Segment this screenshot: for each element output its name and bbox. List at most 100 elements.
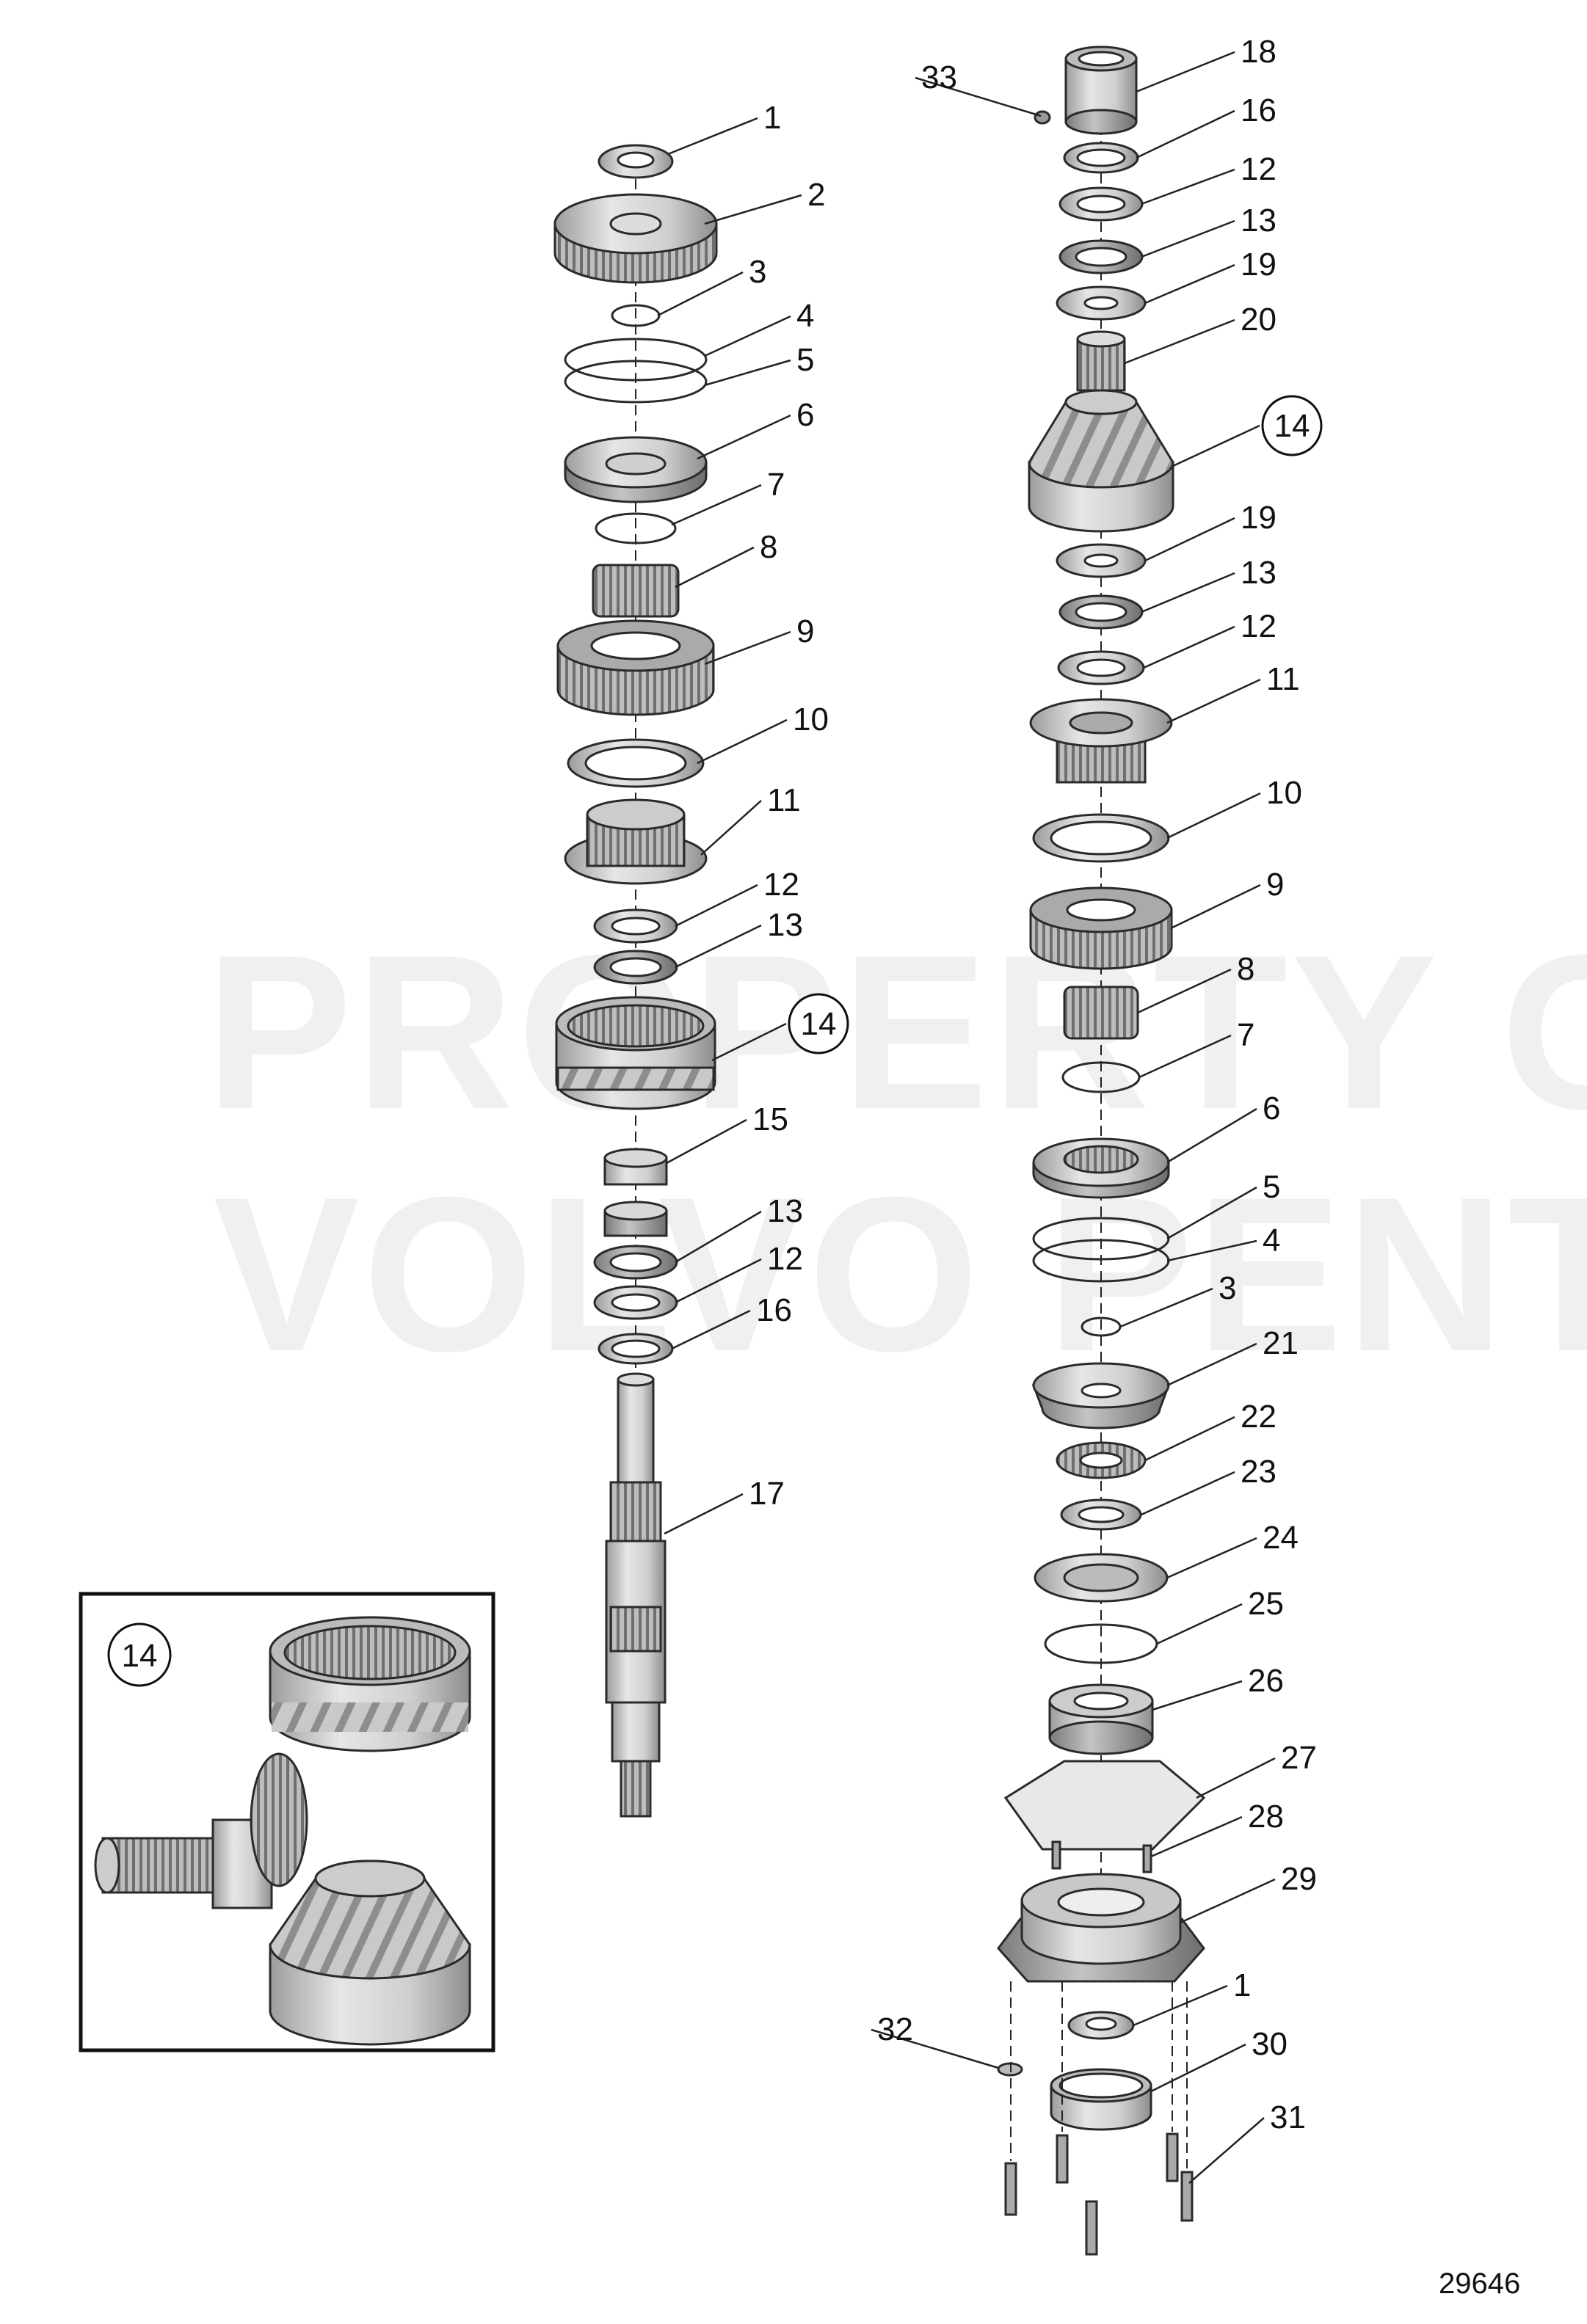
callout-l2: 2 <box>704 177 825 225</box>
part-r24-plate <box>1034 1553 1169 1603</box>
part-r28-pin <box>1051 1840 1061 1870</box>
inset-callout-label: 14 <box>122 1638 158 1674</box>
part-r10-washer <box>1032 813 1170 863</box>
leader-line-l15 <box>666 1118 747 1165</box>
callout-label-r7: 7 <box>1237 1017 1254 1053</box>
part-l15b-bearing <box>603 1201 668 1237</box>
leader-line-l5 <box>704 359 791 387</box>
callout-label-r24: 24 <box>1263 1520 1299 1556</box>
part-l15-bearing <box>603 1148 668 1186</box>
callout-l13b: 13 <box>675 1193 803 1264</box>
callout-label-l9: 9 <box>796 613 814 649</box>
part-r33-screw <box>1034 110 1051 125</box>
callout-label-l16: 16 <box>756 1292 792 1328</box>
inset-box: 14 <box>79 1592 495 2052</box>
leader-line-l1 <box>667 117 758 156</box>
callout-label-l12b: 12 <box>767 1241 803 1277</box>
leader-line-r33 <box>915 76 1042 117</box>
watermark-line-2: VOLVO PENTA <box>213 1151 1587 1397</box>
callout-label-r12b: 12 <box>1241 608 1276 644</box>
callout-r1: 1 <box>1133 1967 1251 2027</box>
part-r30-sleeve <box>1050 2068 1152 2131</box>
part-l11-clutch-hub <box>564 798 708 885</box>
drawing-number: 29646 <box>1439 2267 1520 2300</box>
part-l16-washer <box>598 1333 674 1365</box>
leader-line-r19b <box>1144 517 1235 562</box>
part-r12a-washer <box>1058 186 1144 222</box>
callout-r21: 21 <box>1166 1325 1299 1387</box>
callout-label-r13b: 13 <box>1241 555 1276 591</box>
callout-l9: 9 <box>704 613 814 666</box>
leader-line-r9 <box>1170 884 1261 930</box>
callout-label-r28: 28 <box>1248 1799 1284 1835</box>
callout-label-l10: 10 <box>793 702 829 737</box>
callout-r13a: 13 <box>1141 203 1276 258</box>
callout-r8: 8 <box>1137 951 1254 1014</box>
watermark: PROPERTY OF VOLVO PENTA <box>206 908 1587 1397</box>
callout-r22: 22 <box>1144 1399 1276 1462</box>
callout-l16: 16 <box>671 1292 792 1350</box>
part-r20-splined-sleeve <box>1076 330 1126 392</box>
callout-label-r23: 23 <box>1241 1454 1276 1490</box>
callout-label-r5: 5 <box>1263 1169 1280 1205</box>
callout-label-r32: 32 <box>877 2011 913 2047</box>
callout-r14: 14 <box>1172 395 1323 467</box>
leader-line-r7 <box>1138 1034 1232 1079</box>
leader-line-r24 <box>1166 1537 1257 1579</box>
leader-line-r21 <box>1166 1342 1257 1387</box>
part-l13a-bearing <box>593 950 678 985</box>
part-r19a-washer <box>1056 285 1147 321</box>
part-r6-piston <box>1032 1137 1170 1199</box>
callout-label-l8: 8 <box>760 529 777 565</box>
callouts: 1234567891011121314151312161733181612131… <box>657 34 1323 2184</box>
leader-line-l8 <box>675 546 755 589</box>
part-r31-bolts <box>1004 2132 1194 2256</box>
callout-label-r25: 25 <box>1248 1586 1284 1622</box>
part-r22-wave-washer <box>1056 1441 1147 1479</box>
callout-label-r3: 3 <box>1219 1270 1236 1306</box>
callout-r18: 18 <box>1136 34 1276 93</box>
leader-line-l17 <box>664 1493 744 1535</box>
callout-l12b: 12 <box>675 1241 803 1304</box>
callout-r27: 27 <box>1196 1740 1317 1799</box>
callout-label-l14: 14 <box>801 1006 837 1042</box>
part-l9-disc-pack <box>556 619 715 716</box>
part-r26-bearing <box>1048 1683 1154 1755</box>
callout-l10: 10 <box>697 702 829 765</box>
callout-r16: 16 <box>1136 92 1276 159</box>
leader-line-r22 <box>1144 1416 1235 1462</box>
callout-r23: 23 <box>1141 1454 1276 1516</box>
leader-line-l13a <box>675 924 762 969</box>
callout-label-r33: 33 <box>921 59 957 95</box>
callout-label-l2: 2 <box>807 177 825 213</box>
part-r28b-pin <box>1142 1844 1152 1873</box>
callout-label-r6: 6 <box>1263 1090 1280 1126</box>
callout-label-r1: 1 <box>1233 1967 1251 2003</box>
callout-label-r8: 8 <box>1237 951 1254 987</box>
leader-line-l14 <box>711 1022 787 1062</box>
callout-r33: 33 <box>915 59 1042 117</box>
callout-label-l3: 3 <box>749 254 766 290</box>
leader-line-l3 <box>657 271 744 317</box>
callout-label-r11: 11 <box>1266 661 1300 697</box>
leader-line-l2 <box>704 194 802 225</box>
leader-line-r29 <box>1180 1878 1276 1924</box>
callout-label-l6: 6 <box>796 397 814 433</box>
callout-l5: 5 <box>704 342 814 387</box>
callout-r30: 30 <box>1150 2026 1288 2093</box>
leader-line-r27 <box>1196 1757 1276 1799</box>
leader-line-r11 <box>1166 678 1261 724</box>
callout-label-r4: 4 <box>1263 1223 1280 1258</box>
callout-label-l13b: 13 <box>767 1193 803 1229</box>
callout-label-r27: 27 <box>1281 1740 1317 1776</box>
callout-label-l4: 4 <box>796 298 814 334</box>
inset-pinion-shaft <box>94 1752 308 1909</box>
callout-circle-l14 <box>788 993 849 1054</box>
callout-r13b: 13 <box>1141 555 1276 613</box>
callout-label-l13a: 13 <box>767 907 803 943</box>
part-r29-housing <box>997 1873 1205 1983</box>
callout-label-r26: 26 <box>1248 1663 1284 1699</box>
leader-line-r16 <box>1136 109 1235 159</box>
callout-label-l5: 5 <box>796 342 814 378</box>
watermark-line-1: PROPERTY OF <box>206 908 1587 1155</box>
